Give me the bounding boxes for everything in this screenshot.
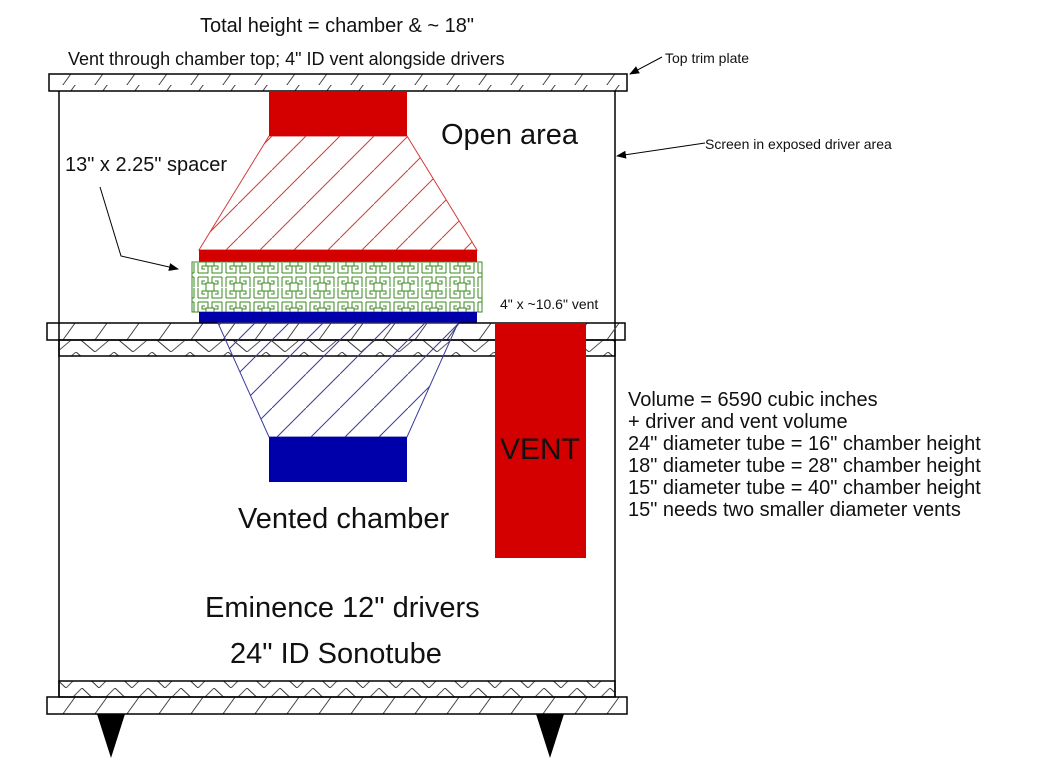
upper-driver-magnet (269, 91, 407, 136)
top-trim-plate-label: Top trim plate (665, 50, 750, 66)
volume-notes: Volume = 6590 cubic inches + driver and … (628, 389, 981, 521)
lower-driver-magnet (269, 437, 407, 482)
lower-driver-flange (199, 312, 477, 323)
top-trim-leader (629, 56, 663, 75)
note-line: 15" needs two smaller diameter vents (628, 499, 961, 521)
spacer (191, 261, 483, 313)
vented-chamber-label: Vented chamber (238, 503, 450, 535)
right-foot-spike (536, 714, 564, 758)
left-foot-spike (97, 714, 125, 758)
vent-label: VENT (500, 433, 581, 466)
vent-tube (495, 323, 586, 558)
screen-label: Screen in exposed driver area (705, 136, 892, 152)
note-line: 15" diameter tube = 40" chamber height (628, 477, 981, 499)
note-line: 24" diameter tube = 16" chamber height (628, 433, 981, 455)
spacer-leader (99, 186, 179, 271)
note-line: Volume = 6590 cubic inches (628, 389, 878, 411)
upper-driver-flange (199, 250, 477, 262)
bottom-plate (46, 696, 628, 715)
tube-label: 24" ID Sonotube (230, 638, 442, 670)
note-line: 18" diameter tube = 28" chamber height (628, 455, 981, 477)
bottom-band (58, 680, 616, 698)
note-line: + driver and vent volume (628, 411, 848, 433)
vent-size-label: 4" x ~10.6" vent (500, 296, 599, 312)
screen-leader (616, 142, 706, 159)
open-area-label: Open area (441, 119, 579, 151)
diagram-title: Total height = chamber & ~ 18" (200, 15, 474, 37)
diagram-subtitle: Vent through chamber top; 4" ID vent alo… (68, 49, 505, 69)
top-trim-plate (48, 73, 628, 92)
upper-driver-cone (198, 135, 478, 251)
lower-driver-cone (217, 322, 459, 438)
spacer-label: 13" x 2.25" spacer (65, 154, 228, 176)
drivers-label: Eminence 12" drivers (205, 592, 480, 624)
